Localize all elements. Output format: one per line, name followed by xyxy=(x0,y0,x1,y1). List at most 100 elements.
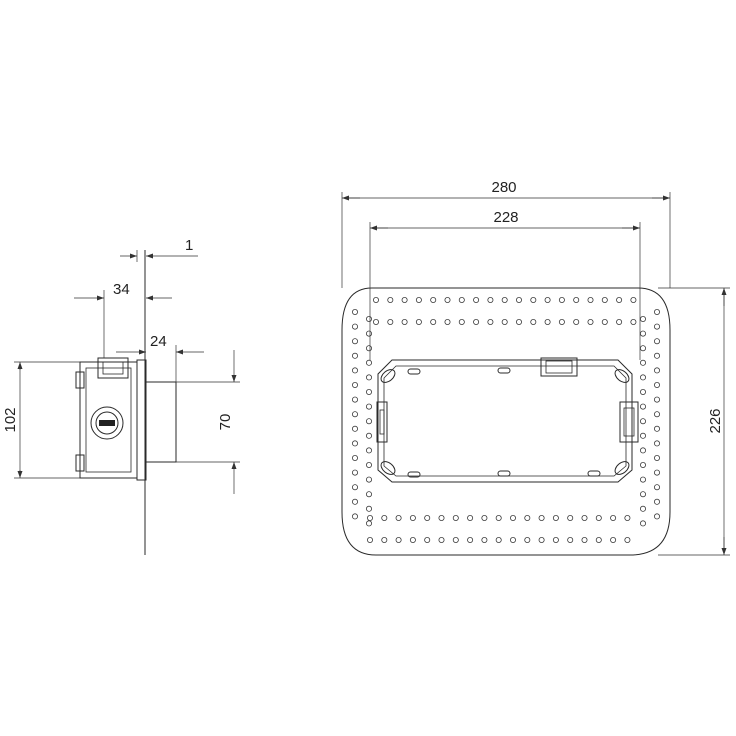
plate-hole xyxy=(558,296,565,303)
plate-hole xyxy=(381,537,388,544)
plate-hole xyxy=(395,537,402,544)
plate-hole xyxy=(654,308,661,315)
plate-hole xyxy=(365,476,372,483)
plate-hole xyxy=(395,515,402,522)
plate-hole xyxy=(595,537,602,544)
plate-hole xyxy=(351,454,358,461)
slot-bottom-right xyxy=(587,470,601,477)
plate-hole xyxy=(387,318,394,325)
plate-hole xyxy=(365,330,372,337)
plate-hole xyxy=(640,447,647,454)
plate-hole xyxy=(640,388,647,395)
plate-hole xyxy=(365,403,372,410)
plate-hole xyxy=(365,345,372,352)
slot-bottom-mid xyxy=(497,470,511,477)
top-port xyxy=(97,357,129,379)
front-block xyxy=(145,381,177,463)
plate-hole xyxy=(581,537,588,544)
plate-hole xyxy=(365,432,372,439)
plate-hole xyxy=(351,352,358,359)
plate-hole xyxy=(473,318,480,325)
plate-hole xyxy=(351,484,358,491)
plate-hole xyxy=(654,454,661,461)
front-left-port xyxy=(376,401,388,443)
mounting-plate xyxy=(341,287,671,556)
plate-hole xyxy=(573,318,580,325)
plate-hole xyxy=(573,296,580,303)
plate-hole xyxy=(366,515,373,522)
plate-hole xyxy=(524,515,531,522)
perforation-holes xyxy=(351,296,661,544)
plate-hole xyxy=(365,418,372,425)
plate-hole xyxy=(351,367,358,374)
plate-hole xyxy=(495,515,502,522)
plate-hole xyxy=(640,491,647,498)
plate-hole xyxy=(654,381,661,388)
plate-hole xyxy=(516,318,523,325)
plate-hole xyxy=(458,318,465,325)
plate-hole xyxy=(530,296,537,303)
dim-label-34: 34 xyxy=(113,281,130,298)
dim-label-226: 226 xyxy=(707,408,724,433)
plate-hole xyxy=(351,323,358,330)
plate-hole xyxy=(610,515,617,522)
plate-hole xyxy=(487,296,494,303)
dim-label-102: 102 xyxy=(2,407,19,432)
plate-hole xyxy=(509,537,516,544)
plate-hole xyxy=(616,318,623,325)
plate-hole xyxy=(351,425,358,432)
plate-hole xyxy=(640,315,647,322)
plate-hole xyxy=(544,296,551,303)
side-view: 1 34 24 102 70 xyxy=(2,237,240,555)
front-view: 280 228 226 xyxy=(341,179,730,556)
plate-hole xyxy=(365,447,372,454)
plate-hole xyxy=(516,296,523,303)
plate-hole xyxy=(424,515,431,522)
plate-hole xyxy=(365,520,372,527)
dim-label-1: 1 xyxy=(185,237,193,254)
plate-hole xyxy=(401,318,408,325)
corner-mount-tl xyxy=(380,369,396,383)
dim-label-24: 24 xyxy=(150,333,167,350)
plate-hole xyxy=(409,537,416,544)
plate-hole xyxy=(616,296,623,303)
corner-mount-tr xyxy=(614,369,630,383)
plate-hole xyxy=(430,296,437,303)
plate-hole xyxy=(581,515,588,522)
cartridge-inner xyxy=(95,411,119,435)
plate-hole xyxy=(552,515,559,522)
plate-hole xyxy=(481,515,488,522)
corner-mount-bl xyxy=(380,461,396,475)
dim-label-280: 280 xyxy=(491,179,516,196)
plate-hole xyxy=(530,318,537,325)
plate-hole xyxy=(654,498,661,505)
plate-hole xyxy=(351,338,358,345)
plate-hole xyxy=(438,515,445,522)
plate-hole xyxy=(415,318,422,325)
plate-hole xyxy=(654,396,661,403)
plate-hole xyxy=(365,359,372,366)
plate-hole xyxy=(640,432,647,439)
front-left-port-inner xyxy=(379,409,385,435)
plate-hole xyxy=(387,296,394,303)
plate-hole xyxy=(654,440,661,447)
plate-hole xyxy=(524,537,531,544)
plate-hole xyxy=(467,515,474,522)
plate-hole xyxy=(630,296,637,303)
cartridge-outer xyxy=(90,406,124,440)
cartridge-slot xyxy=(99,420,115,426)
plate-hole xyxy=(351,308,358,315)
plate-hole xyxy=(409,515,416,522)
plate-hole xyxy=(654,425,661,432)
plate-hole xyxy=(610,537,617,544)
plate-hole xyxy=(372,296,379,303)
inner-box-edge xyxy=(383,365,627,477)
plate-hole xyxy=(640,461,647,468)
plate-hole xyxy=(654,352,661,359)
plate-hole xyxy=(640,520,647,527)
left-stub-top xyxy=(75,371,85,389)
plate-hole xyxy=(365,491,372,498)
plate-hole xyxy=(438,537,445,544)
plate-hole xyxy=(430,318,437,325)
